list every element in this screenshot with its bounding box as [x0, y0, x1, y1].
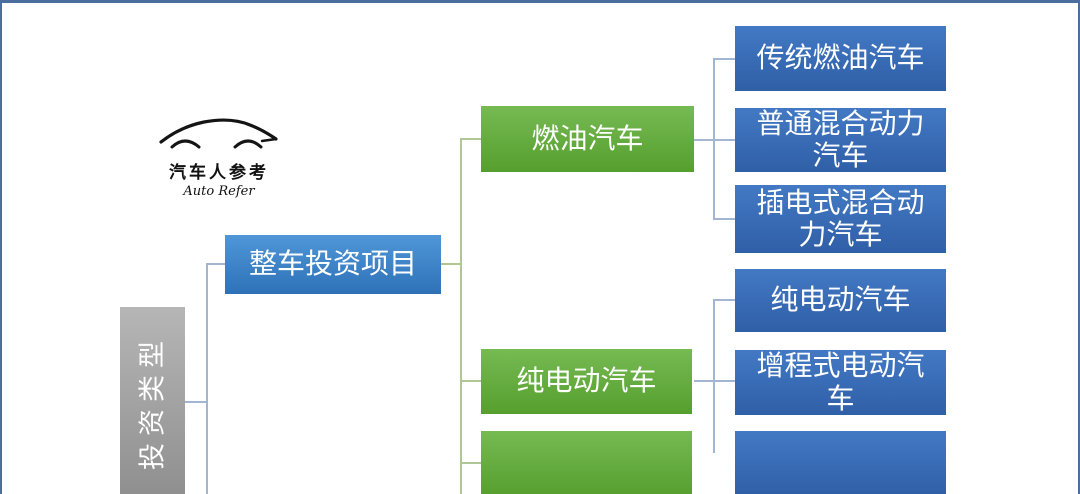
node-fuel-vehicle: 燃油汽车 [481, 106, 694, 172]
node-investment-type-label: 投资类型 [136, 334, 167, 470]
node-pure-electric-leaf: 纯电动汽车 [735, 269, 946, 332]
node-pure-electric-vehicle: 纯电动汽车 [481, 349, 692, 414]
brand-logo: 汽车人参考 Auto Refer [154, 113, 284, 199]
connector-root-to-project [206, 263, 225, 265]
node-plugin-hybrid-vehicle: 插电式混合动力汽车 [735, 185, 946, 253]
node-category-cutoff [481, 431, 692, 494]
connector-project-out [441, 263, 462, 265]
connector-category3-stub [460, 462, 481, 464]
connector-category-trunk [460, 138, 462, 494]
node-ordinary-hybrid-vehicle: 普通混合动力汽车 [735, 108, 946, 172]
connector-category2-stub [460, 380, 481, 382]
node-traditional-fuel-vehicle: 传统燃油汽车 [735, 26, 946, 91]
connector-leaf1-stub [713, 58, 735, 60]
connector-root-trunk [206, 263, 208, 494]
node-leaf-cutoff [735, 431, 946, 494]
car-silhouette-icon [159, 118, 278, 149]
connector-leaf2-stub [694, 139, 735, 141]
node-investment-type: 投资类型 [120, 307, 185, 494]
connector-leafgroup2-trunk [713, 299, 715, 453]
brand-name-english: Auto Refer [183, 184, 255, 199]
connector-leaf3-stub [713, 218, 735, 220]
node-vehicle-investment-project: 整车投资项目 [225, 235, 441, 294]
connector-root-stub [185, 401, 206, 403]
connector-leaf4-stub [713, 299, 735, 301]
connector-category1-stub [460, 138, 481, 140]
node-extended-range-electric: 增程式电动汽车 [735, 350, 946, 415]
brand-name-chinese: 汽车人参考 [169, 163, 269, 183]
connector-leaf5-stub [694, 380, 735, 382]
